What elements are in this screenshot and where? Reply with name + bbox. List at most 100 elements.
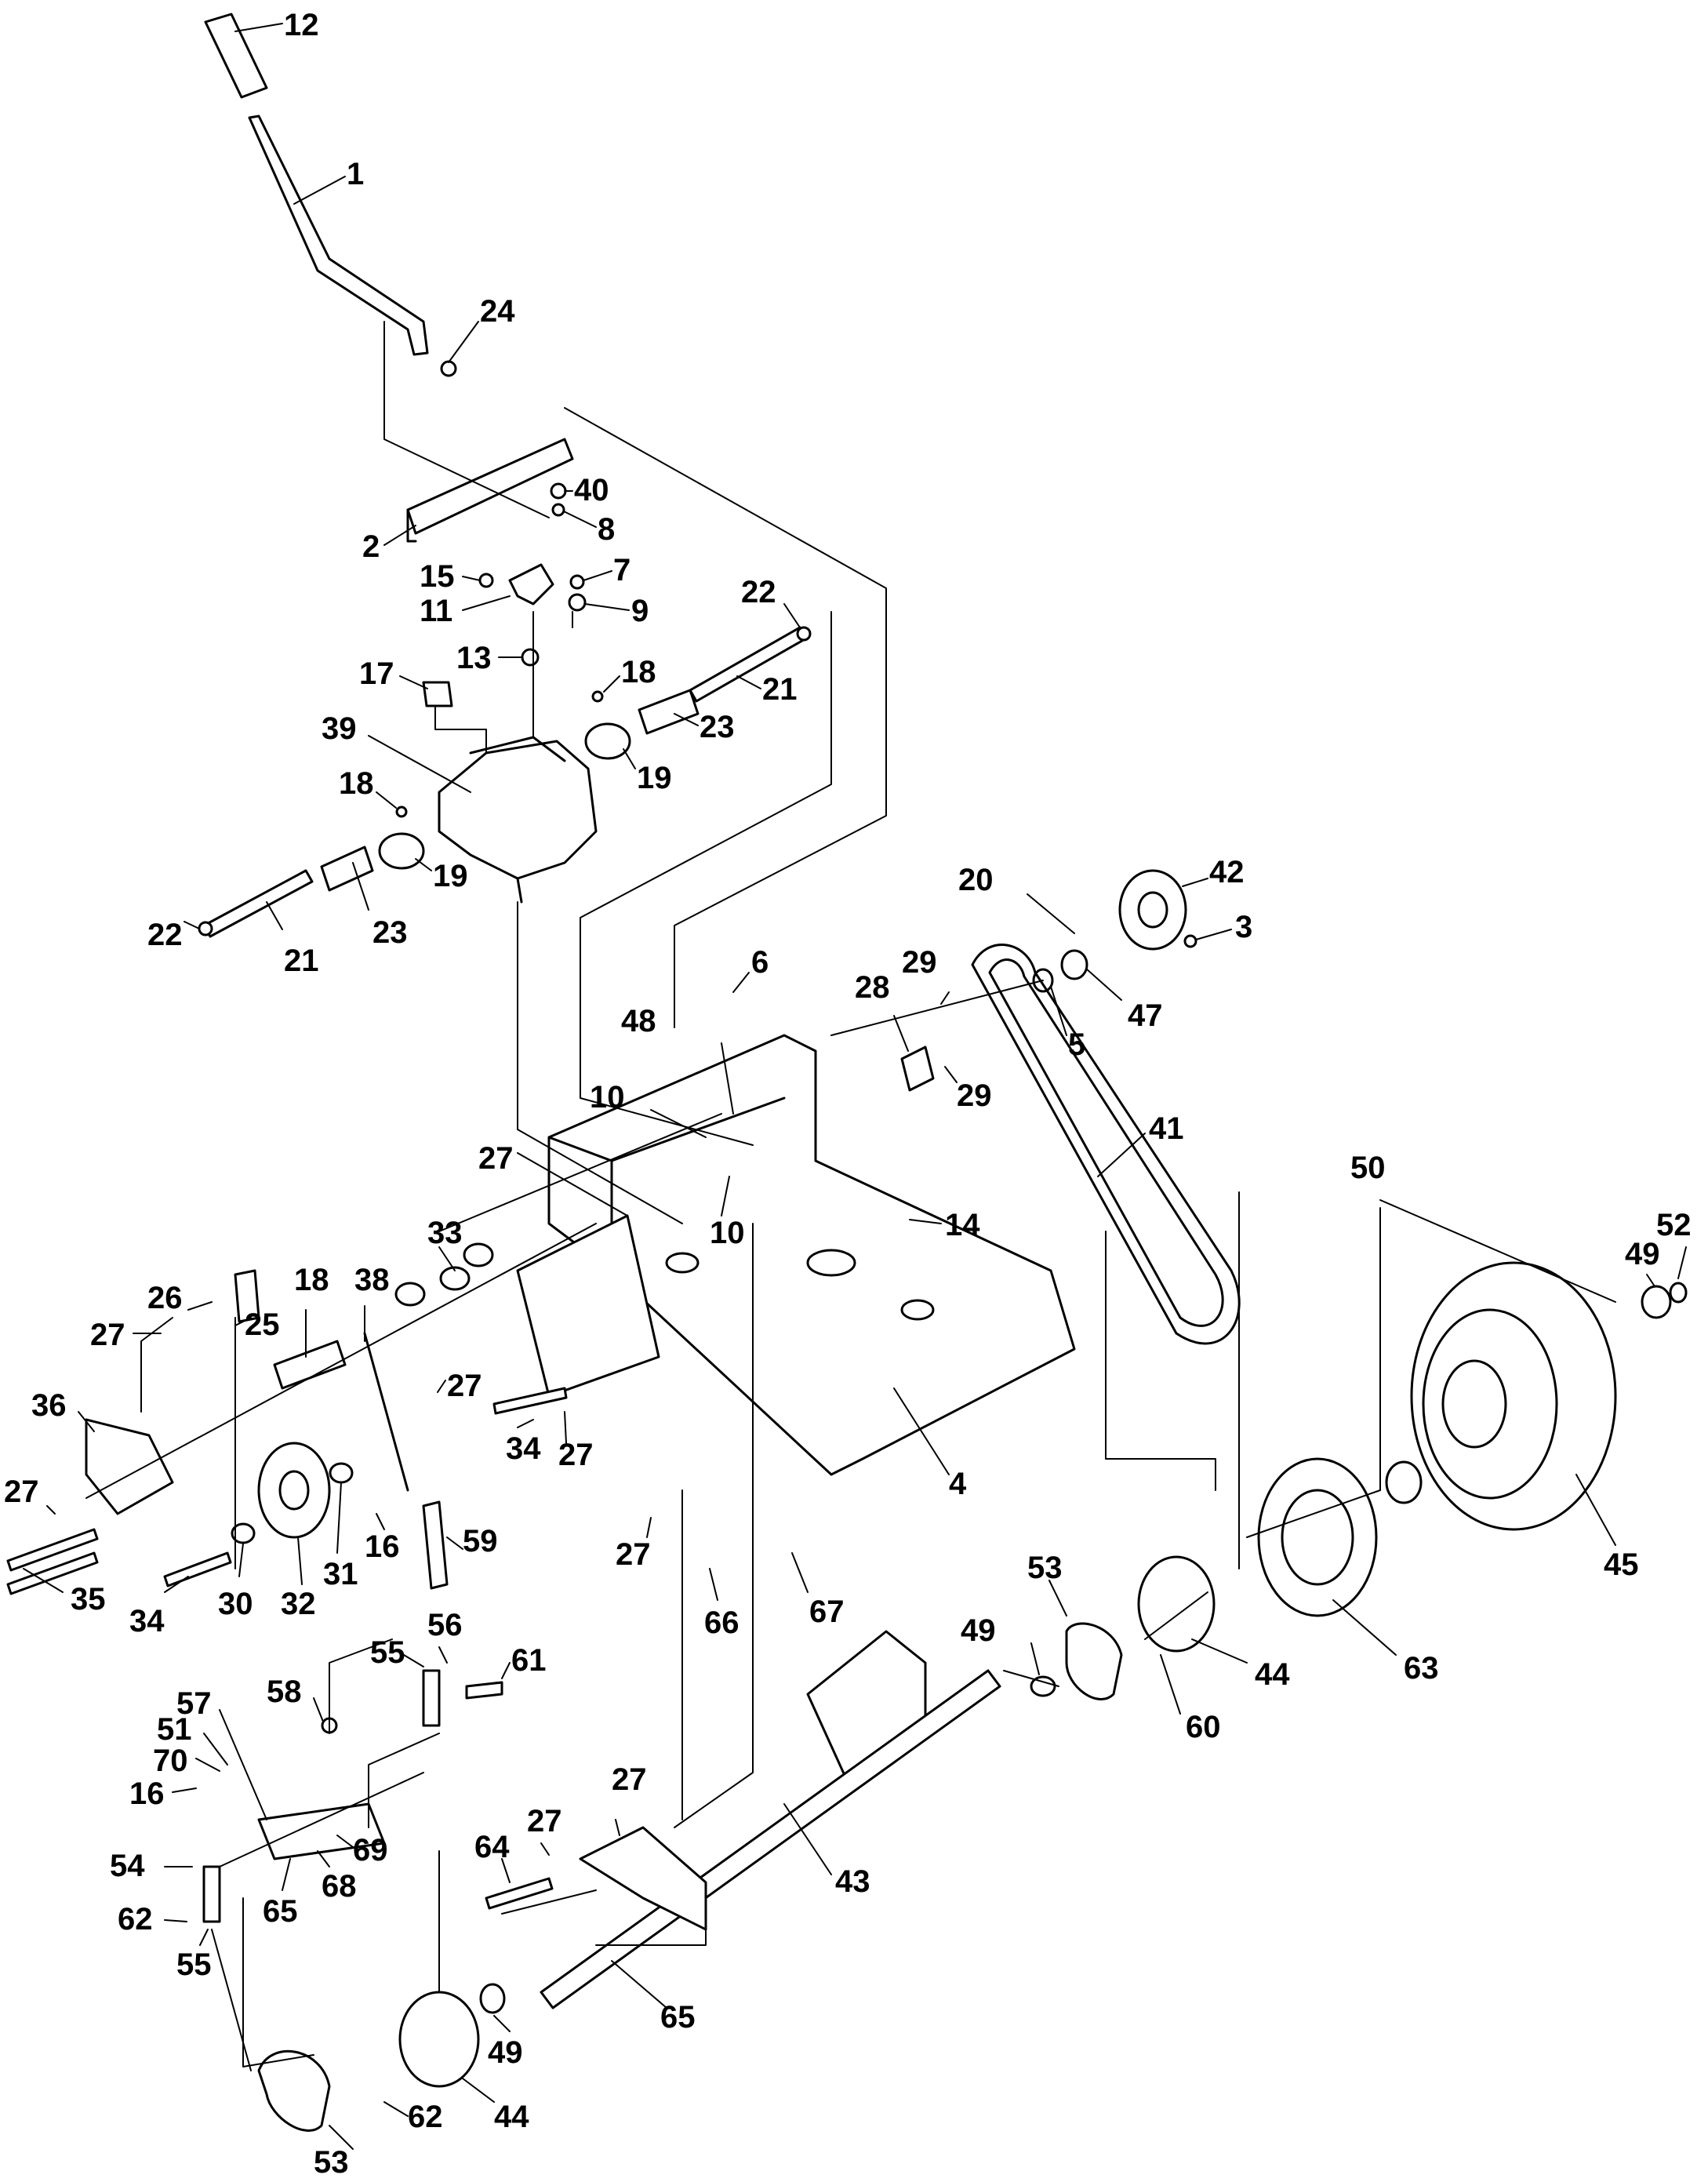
- guide-frame-to-axle-a: [674, 1223, 754, 1828]
- svg-text:33: 33: [427, 1216, 463, 1250]
- svg-text:2: 2: [362, 529, 380, 564]
- guide-link-55: [368, 1733, 440, 1828]
- callout-67: 67: [791, 1552, 845, 1629]
- svg-text:16: 16: [365, 1529, 400, 1564]
- svg-text:43: 43: [835, 1864, 870, 1899]
- svg-text:30: 30: [218, 1587, 253, 1621]
- callout-66: 66: [704, 1568, 740, 1640]
- callout-53b: 53: [314, 2125, 354, 2180]
- guide-belt-to-pulley: [1105, 1231, 1216, 1491]
- belt-guide-36: [85, 1418, 174, 1515]
- callout-22b: 22: [147, 918, 200, 952]
- callout-11: 11: [420, 594, 511, 628]
- callout-29b: 29: [944, 1066, 992, 1113]
- rod-59: [422, 1500, 449, 1590]
- control-bracket: [406, 438, 574, 535]
- spacer-31: [329, 1462, 354, 1484]
- svg-text:56: 56: [427, 1608, 463, 1642]
- link-55-top: [422, 1669, 441, 1727]
- svg-text:7: 7: [613, 553, 631, 587]
- svg-text:55: 55: [176, 1947, 212, 1982]
- brake-band-right: [1065, 1622, 1123, 1700]
- svg-text:19: 19: [637, 761, 672, 795]
- rear-axle: [540, 1669, 1001, 2009]
- callout-65: 65: [263, 1858, 298, 1929]
- callout-23: 23: [674, 710, 735, 744]
- callout-27b: 27: [90, 1318, 162, 1352]
- callout-3: 3: [1195, 910, 1252, 944]
- svg-text:21: 21: [284, 944, 319, 978]
- svg-text:18: 18: [621, 655, 656, 689]
- callout-13: 13: [456, 641, 523, 675]
- spacer-50: [1385, 1460, 1423, 1504]
- callout-65b: 65: [611, 1960, 696, 2035]
- callout-63: 63: [1332, 1599, 1439, 1686]
- collar-19-right: [584, 722, 631, 760]
- svg-text:27: 27: [447, 1369, 482, 1403]
- nut-7: [569, 574, 585, 590]
- svg-text:16: 16: [129, 1777, 165, 1811]
- callout-18: 18: [603, 655, 656, 693]
- drive-belt: [971, 944, 1241, 1345]
- transmission: [438, 740, 598, 880]
- shaft-tube-38: [273, 1340, 347, 1390]
- svg-text:58: 58: [267, 1675, 302, 1709]
- svg-text:34: 34: [506, 1431, 541, 1466]
- callout-42: 42: [1182, 855, 1245, 889]
- guide-link-to-band-b: [242, 1897, 314, 2067]
- transmission-shaft-down: [516, 877, 523, 904]
- callout-35: 35: [23, 1568, 106, 1616]
- svg-text:31: 31: [323, 1557, 358, 1591]
- washer-49-right: [1641, 1285, 1672, 1319]
- clip-22-left: [198, 921, 213, 936]
- svg-text:49: 49: [488, 2035, 523, 2070]
- svg-text:41: 41: [1149, 1111, 1184, 1146]
- callout-27g: 27: [612, 1762, 647, 1836]
- callout-62b: 62: [383, 2100, 443, 2134]
- svg-text:60: 60: [1186, 1710, 1221, 1744]
- callout-19: 19: [623, 748, 672, 795]
- svg-text:62: 62: [408, 2100, 443, 2134]
- svg-text:18: 18: [339, 766, 374, 801]
- svg-text:12: 12: [284, 8, 319, 42]
- callout-7: 7: [583, 553, 631, 587]
- washer-13: [521, 648, 540, 667]
- drive-wheel-hub: [1441, 1359, 1507, 1449]
- svg-text:22: 22: [741, 575, 776, 609]
- svg-text:10: 10: [710, 1216, 745, 1250]
- callout-55b: 55: [176, 1929, 212, 1982]
- bolt-35-a: [6, 1528, 99, 1572]
- drive-belt-inner: [988, 958, 1224, 1327]
- callout-9: 9: [584, 594, 649, 628]
- svg-text:57: 57: [176, 1686, 212, 1721]
- svg-text:29: 29: [902, 945, 937, 980]
- callout-layer: 12 1 24 40 8 2 15 7 11 9 22 13 17 18 21 …: [4, 8, 1692, 2180]
- callout-27: 27: [478, 1141, 628, 1216]
- svg-text:66: 66: [704, 1606, 740, 1640]
- washer-47: [1060, 949, 1088, 980]
- callout-14: 14: [909, 1208, 980, 1242]
- callout-40: 40: [564, 473, 609, 507]
- svg-text:13: 13: [456, 641, 492, 675]
- svg-text:5: 5: [1068, 1027, 1085, 1062]
- svg-text:49: 49: [1625, 1237, 1660, 1271]
- svg-text:1: 1: [347, 157, 364, 191]
- guide-link-to-band: [211, 1929, 252, 2071]
- guide-fitting: [434, 705, 487, 754]
- svg-text:51: 51: [157, 1712, 192, 1747]
- callout-1: 1: [293, 157, 364, 205]
- callout-27h: 27: [527, 1804, 562, 1856]
- svg-text:55: 55: [370, 1635, 405, 1670]
- frame-hole-2: [900, 1299, 935, 1321]
- svg-text:67: 67: [809, 1595, 845, 1629]
- svg-text:36: 36: [31, 1388, 67, 1423]
- svg-text:34: 34: [129, 1604, 165, 1638]
- frame-hole-1: [806, 1249, 856, 1277]
- callout-19b: 19: [415, 858, 468, 893]
- callout-18c: 18: [294, 1263, 329, 1358]
- spacer-23-left: [320, 846, 374, 892]
- drive-pulley-32-hub: [278, 1470, 310, 1511]
- svg-text:19: 19: [433, 859, 468, 893]
- guide-pin-64: [501, 1889, 597, 1915]
- callout-16b: 16: [129, 1777, 197, 1811]
